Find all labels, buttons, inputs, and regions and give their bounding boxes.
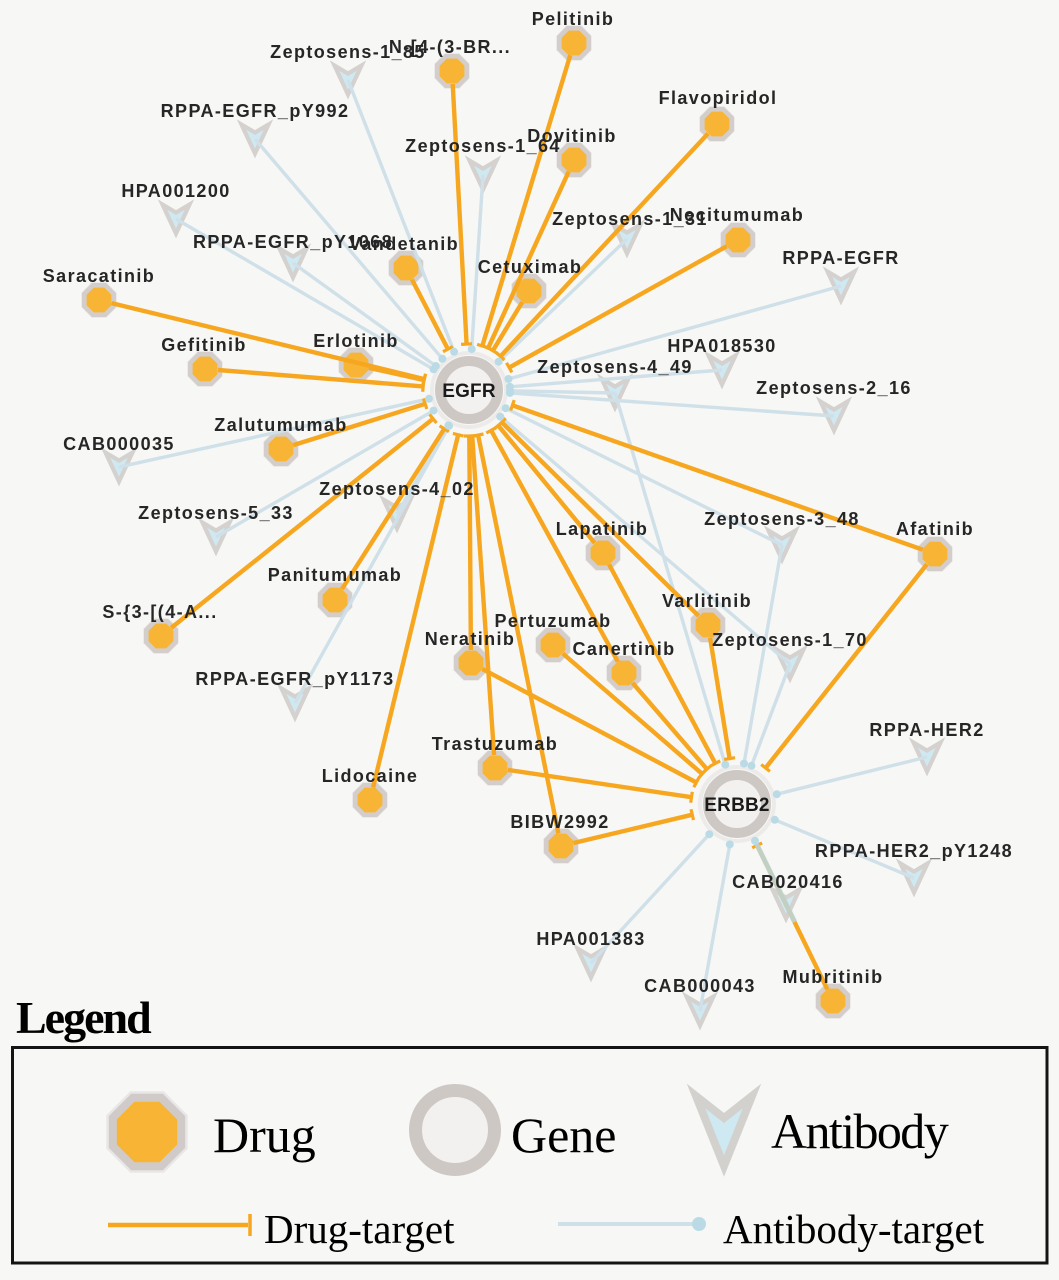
svg-text:S-{3-[(4-A...: S-{3-[(4-A...: [102, 602, 217, 622]
svg-text:Pertuzumab: Pertuzumab: [494, 611, 611, 631]
svg-text:HPA018530: HPA018530: [667, 336, 776, 356]
svg-text:Varlitinib: Varlitinib: [662, 591, 752, 611]
svg-text:HPA001200: HPA001200: [121, 181, 230, 201]
svg-text:RPPA-EGFR_pY1068: RPPA-EGFR_pY1068: [193, 232, 393, 252]
svg-text:ERBB2: ERBB2: [704, 795, 769, 816]
svg-text:Legend: Legend: [16, 992, 152, 1043]
svg-text:RPPA-EGFR_pY992: RPPA-EGFR_pY992: [161, 101, 350, 121]
svg-text:Zalutumumab: Zalutumumab: [214, 415, 347, 435]
svg-text:Zeptosens-1_31: Zeptosens-1_31: [552, 209, 708, 229]
svg-text:Lidocaine: Lidocaine: [322, 766, 419, 786]
svg-text:Flavopiridol: Flavopiridol: [659, 88, 778, 108]
svg-text:RPPA-HER2_pY1248: RPPA-HER2_pY1248: [815, 841, 1013, 861]
svg-text:Zeptosens-1_64: Zeptosens-1_64: [405, 136, 561, 156]
svg-text:Trastuzumab: Trastuzumab: [432, 734, 558, 754]
svg-text:Antibody: Antibody: [771, 1103, 949, 1159]
svg-text:Neratinib: Neratinib: [425, 629, 516, 649]
svg-text:Zeptosens-4_02: Zeptosens-4_02: [319, 479, 475, 499]
svg-text:Cetuximab: Cetuximab: [478, 257, 583, 277]
svg-text:Zeptosens-4_49: Zeptosens-4_49: [537, 357, 693, 377]
svg-text:BIBW2992: BIBW2992: [510, 812, 609, 832]
svg-text:RPPA-EGFR_pY1173: RPPA-EGFR_pY1173: [195, 669, 394, 689]
svg-text:N-[4-(3-BR...: N-[4-(3-BR...: [389, 37, 511, 57]
svg-text:RPPA-HER2: RPPA-HER2: [869, 720, 984, 740]
svg-text:Afatinib: Afatinib: [896, 519, 974, 539]
svg-text:CAB000043: CAB000043: [644, 976, 756, 996]
svg-text:Zeptosens-2_16: Zeptosens-2_16: [756, 378, 912, 398]
svg-text:RPPA-EGFR: RPPA-EGFR: [782, 248, 899, 268]
svg-text:Drug-target: Drug-target: [264, 1206, 455, 1252]
svg-text:Lapatinib: Lapatinib: [556, 519, 649, 539]
svg-text:Panitumumab: Panitumumab: [268, 565, 402, 585]
svg-text:Zeptosens-5_33: Zeptosens-5_33: [138, 503, 294, 523]
svg-text:Gefitinib: Gefitinib: [161, 335, 247, 355]
svg-text:Necitumumab: Necitumumab: [670, 205, 804, 225]
svg-text:Mubritinib: Mubritinib: [783, 967, 884, 987]
svg-text:Dovitinib: Dovitinib: [527, 126, 617, 146]
svg-text:Zeptosens-1_85: Zeptosens-1_85: [270, 42, 426, 62]
svg-text:Canertinib: Canertinib: [572, 639, 675, 659]
svg-text:Saracatinib: Saracatinib: [43, 266, 155, 286]
svg-text:CAB020416: CAB020416: [732, 872, 844, 892]
svg-text:Drug: Drug: [213, 1107, 316, 1163]
svg-text:Pelitinib: Pelitinib: [532, 9, 615, 29]
svg-text:Zeptosens-1_70: Zeptosens-1_70: [712, 630, 868, 650]
svg-text:EGFR: EGFR: [442, 381, 496, 402]
svg-text:Erlotinib: Erlotinib: [313, 331, 399, 351]
svg-text:HPA001383: HPA001383: [536, 929, 645, 949]
svg-text:Gene: Gene: [511, 1107, 617, 1163]
svg-text:Vandetanib: Vandetanib: [349, 234, 459, 254]
svg-text:CAB000035: CAB000035: [63, 434, 175, 454]
svg-text:Antibody-target: Antibody-target: [723, 1206, 985, 1252]
svg-text:Zeptosens-3_48: Zeptosens-3_48: [704, 509, 860, 529]
